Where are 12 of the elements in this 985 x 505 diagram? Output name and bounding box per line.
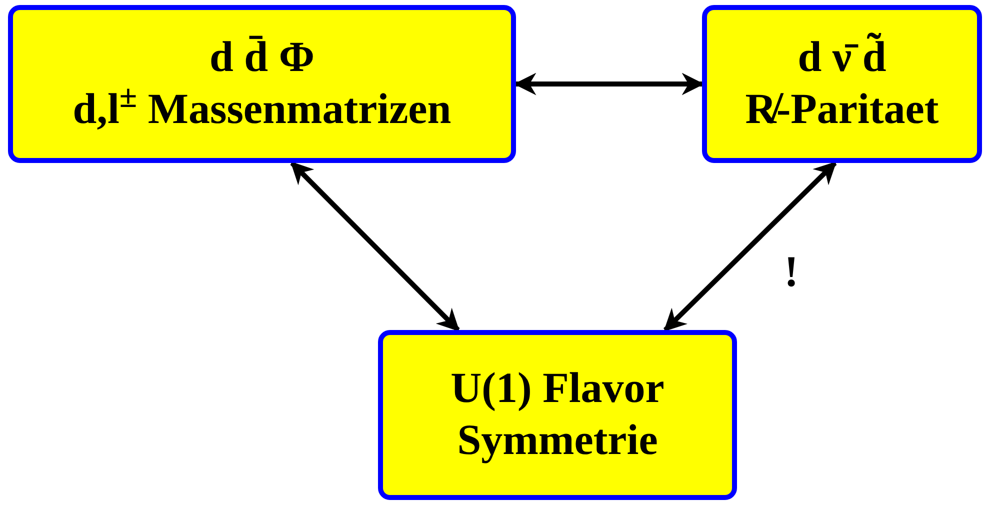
text-box — [8, 5, 516, 163]
double-arrow — [514, 72, 704, 96]
text-box — [702, 5, 982, 163]
double-arrow — [663, 161, 837, 332]
box-text: d ν̄ d̃ — [798, 32, 886, 84]
box-text: R̸-Paritaet — [745, 85, 939, 135]
box-text: U(1) Flavor Symmetrie — [450, 364, 666, 466]
text-box — [378, 330, 737, 500]
double-arrow — [290, 161, 460, 332]
box-text: d,l$^{±}$ Massenmatrizen — [72, 84, 452, 135]
box-text: d d̄ Φ — [210, 33, 314, 84]
exclamation-mark: ! — [784, 250, 799, 294]
